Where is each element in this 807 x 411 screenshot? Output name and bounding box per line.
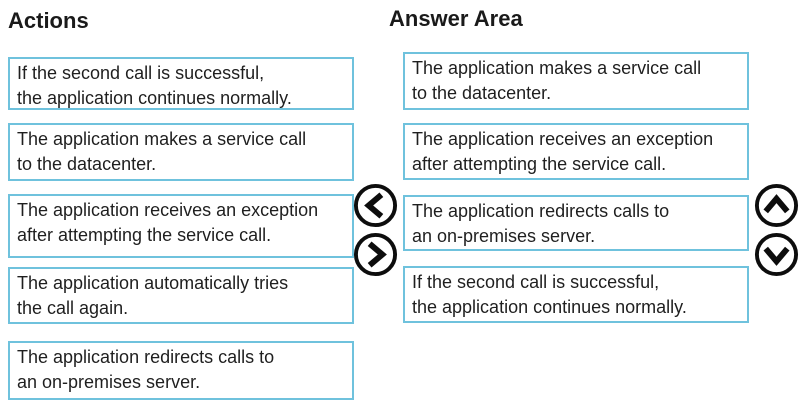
chevron-down-icon [753,231,800,278]
answer-item[interactable]: If the second call is successful, the ap… [403,266,749,323]
answer-item[interactable]: The application redirects calls to an on… [403,195,749,251]
action-item[interactable]: The application receives an exception af… [8,194,354,258]
move-up-button[interactable] [753,182,800,229]
answer-item-text: The application makes a service call [412,58,702,78]
answer-item-text: The application redirects calls to [412,201,670,221]
action-item[interactable]: The application makes a service call to … [8,123,354,181]
action-item-text: the application continues normally. [17,88,292,108]
chevron-up-icon [753,182,800,229]
actions-heading: Actions [8,8,89,33]
action-item-text: If the second call is successful, [17,63,265,83]
action-item-text: The application redirects calls to [17,347,275,367]
action-item-text: after attempting the service call. [17,225,272,245]
action-item[interactable]: The application redirects calls to an on… [8,341,354,400]
action-item-text: to the datacenter. [17,154,157,174]
action-item[interactable]: The application automatically tries the … [8,267,354,324]
move-left-button[interactable] [352,182,399,229]
answer-item-text: The application receives an exception [412,129,714,149]
action-item-text: the call again. [17,298,129,318]
chevron-right-icon [352,231,399,278]
answer-item-text: to the datacenter. [412,83,552,103]
action-item-text: The application automatically tries [17,273,289,293]
chevron-left-icon [352,182,399,229]
action-item[interactable]: If the second call is successful, the ap… [8,57,354,110]
answer-item-text: the application continues normally. [412,297,687,317]
answer-item[interactable]: The application makes a service call to … [403,52,749,110]
answer-item-text: an on-premises server. [412,226,596,246]
answer-item-text: after attempting the service call. [412,154,667,174]
move-down-button[interactable] [753,231,800,278]
move-right-button[interactable] [352,231,399,278]
answer-item[interactable]: The application receives an exception af… [403,123,749,180]
action-item-text: The application receives an exception [17,200,319,220]
answer-item-text: If the second call is successful, [412,272,660,292]
action-item-text: The application makes a service call [17,129,307,149]
answer-area-heading: Answer Area [389,6,523,31]
action-item-text: an on-premises server. [17,372,201,392]
